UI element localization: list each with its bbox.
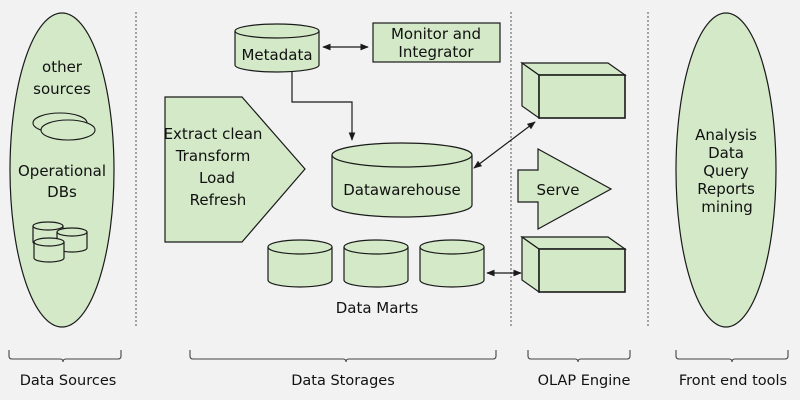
section-label-olap-engine: OLAP Engine (538, 373, 631, 389)
metadata-label: Metadata (241, 46, 312, 64)
data-mart (267, 239, 333, 288)
monitor-line-2: Integrator (398, 43, 474, 61)
section-label-data-sources: Data Sources (20, 373, 117, 389)
metadata-warehouse-arrow (291, 71, 356, 141)
brace-data-sources (8, 350, 122, 363)
data-marts-label: Data Marts (336, 299, 419, 317)
serve-label: Serve (536, 181, 579, 199)
monitor-integrator-box: Monitor and Integrator (372, 22, 501, 63)
front-end-item: Query (703, 162, 749, 180)
front-end-item: Analysis (695, 126, 757, 144)
datawarehouse-label: Datawarehouse (343, 181, 461, 199)
warehouse-olap-arrow (473, 121, 536, 169)
front-end-group: Analysis Data Query Reports mining (675, 12, 777, 328)
front-end-ellipse (675, 12, 777, 328)
brace-olap-engine (527, 350, 631, 363)
datawarehouse-store: Datawarehouse (331, 142, 473, 218)
front-end-item: Data (708, 144, 744, 162)
operational-dbs-line-1: Operational (18, 162, 106, 180)
section-label-data-storages: Data Storages (291, 373, 395, 389)
data-mart (343, 239, 409, 288)
etl-line-2: Transform (175, 147, 251, 165)
etl-line-4: Refresh (190, 191, 247, 209)
operational-db-icons (32, 221, 88, 263)
front-end-item: Reports (697, 180, 755, 198)
metadata-store: Metadata (234, 23, 320, 73)
other-sources-line-2: sources (33, 80, 91, 98)
data-marts-group: Data Marts (267, 239, 485, 317)
monitor-line-1: Monitor and (391, 25, 481, 43)
other-sources-icon (32, 112, 96, 141)
data-sources-group: other sources Operational DBs (9, 12, 115, 328)
etl-process-shape: Extract clean Transform Load Refresh (164, 96, 306, 243)
operational-dbs-line-2: DBs (47, 183, 77, 201)
brace-data-storages (189, 350, 497, 363)
etl-line-1: Extract clean (164, 125, 263, 143)
front-end-item: mining (701, 198, 752, 216)
olap-cube-bottom (520, 235, 627, 294)
brace-front-end (675, 350, 789, 363)
data-mart (419, 239, 485, 288)
section-label-front-end: Front end tools (679, 373, 787, 389)
serve-arrow: Serve (517, 147, 613, 231)
etl-line-3: Load (199, 169, 235, 187)
other-sources-line-1: other (42, 58, 83, 76)
olap-cube-top (520, 61, 627, 120)
